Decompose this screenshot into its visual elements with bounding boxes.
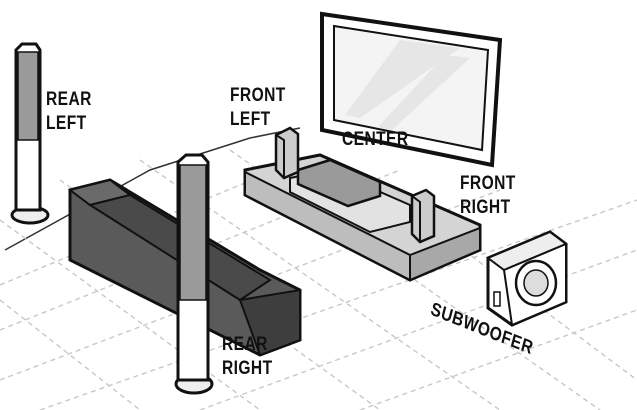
- label-front-right-line1: FRONT: [460, 173, 516, 194]
- label-rear-left-line1: REAR: [46, 89, 92, 110]
- label-center-line1: CENTER: [342, 129, 409, 150]
- label-center: CENTER: [342, 128, 409, 152]
- subwoofer: [486, 230, 568, 327]
- label-rear-right-line2: RIGHT: [222, 358, 273, 379]
- label-rear-left-line2: LEFT: [46, 113, 87, 134]
- center-speaker: [296, 158, 382, 208]
- rear-right-speaker: [174, 153, 214, 395]
- label-rear-left: REAR LEFT: [46, 88, 92, 136]
- rear-left-speaker: [10, 42, 50, 225]
- label-front-left-line2: LEFT: [230, 109, 271, 130]
- label-rear-right: REAR RIGHT: [222, 333, 273, 381]
- tv-screen: [320, 11, 503, 168]
- front-right-speaker: [410, 188, 436, 244]
- label-rear-right-line1: REAR: [222, 334, 268, 355]
- label-front-left-line1: FRONT: [230, 85, 286, 106]
- label-front-right-line2: RIGHT: [460, 197, 511, 218]
- wall-floor-edge: [4, 137, 251, 251]
- label-front-right: FRONT RIGHT: [460, 172, 516, 220]
- front-left-speaker: [274, 126, 300, 180]
- label-front-left: FRONT LEFT: [230, 84, 286, 132]
